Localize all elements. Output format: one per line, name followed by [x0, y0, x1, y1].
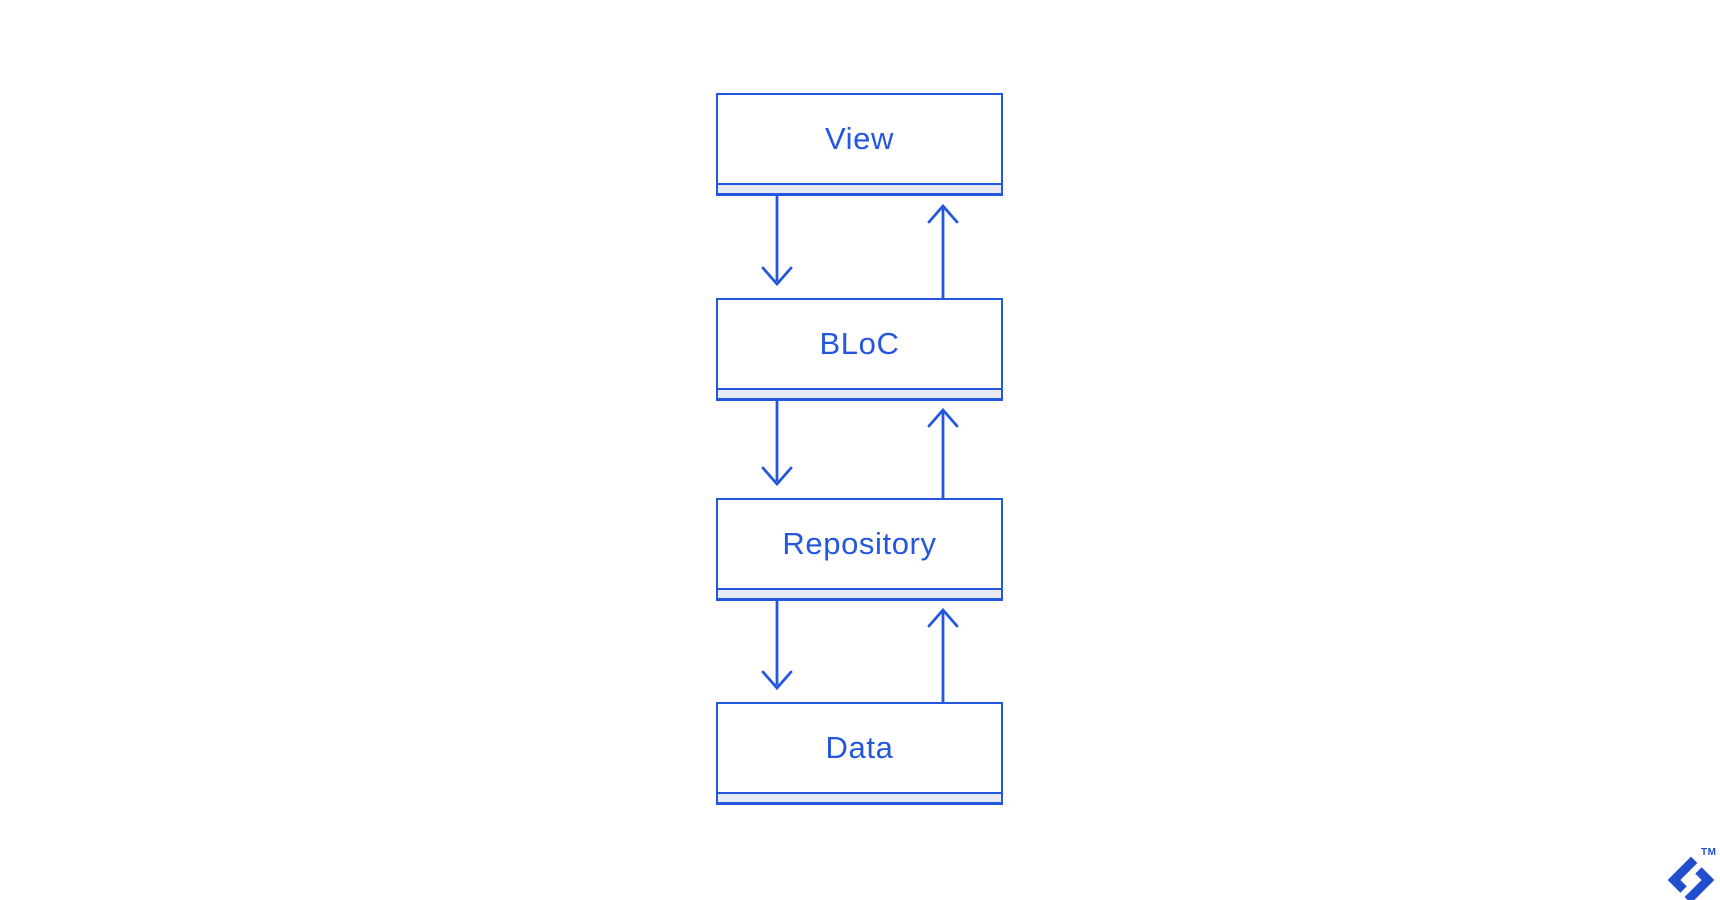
- node-repository-label-area: Repository: [718, 500, 1001, 588]
- node-view: View: [716, 93, 1003, 196]
- connector-bloc-repository: [761, 401, 959, 498]
- node-data-label: Data: [825, 730, 894, 765]
- node-data-footer-strip: [718, 792, 1001, 802]
- connector-repository-data: [761, 601, 959, 702]
- node-view-label-area: View: [718, 95, 1001, 183]
- node-bloc-label-area: BLoC: [718, 300, 1001, 388]
- arrow-up-repository-to-bloc: [927, 407, 959, 498]
- node-repository-footer-strip: [718, 588, 1001, 598]
- node-view-footer-strip: [718, 183, 1001, 193]
- node-bloc-label: BLoC: [819, 326, 900, 361]
- trademark-label: TM: [1701, 847, 1717, 858]
- node-view-label: View: [824, 121, 895, 156]
- arrow-down-bloc-to-repository: [761, 401, 793, 487]
- arrow-up-bloc-to-view: [927, 203, 959, 298]
- node-repository: Repository: [716, 498, 1003, 601]
- arrow-down-repository-to-data: [761, 601, 793, 691]
- node-repository-label: Repository: [782, 526, 937, 561]
- arrow-up-data-to-repository: [927, 607, 959, 702]
- connector-view-bloc: [761, 196, 959, 298]
- node-data: Data: [716, 702, 1003, 805]
- node-bloc: BLoC: [716, 298, 1003, 401]
- arrow-down-view-to-bloc: [761, 196, 793, 287]
- node-bloc-footer-strip: [718, 388, 1001, 398]
- node-data-label-area: Data: [718, 704, 1001, 792]
- toptal-logo-icon: [1667, 856, 1715, 900]
